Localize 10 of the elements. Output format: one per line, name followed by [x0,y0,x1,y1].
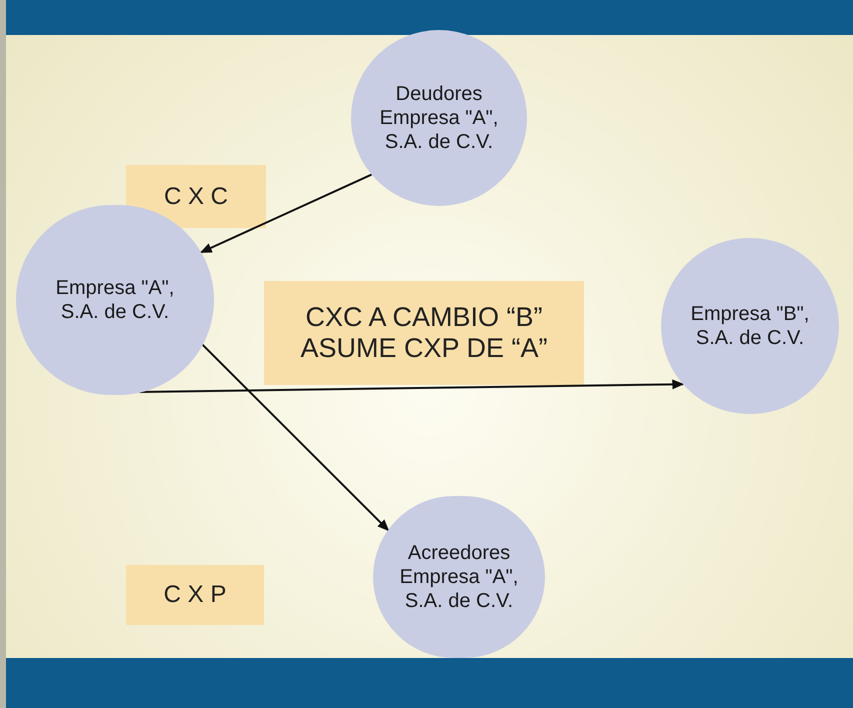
arrow [140,379,684,394]
node-text: Empresa "A", S.A. de C.V. [54,276,176,324]
node-text: Empresa "B", S.A. de C.V. [690,302,810,350]
node-text: Acreedores Empresa "A", S.A. de C.V. [398,541,520,613]
arrow [202,344,390,532]
edge-label: CXC A CAMBIO “B” ASUME CXP DE “A” [264,281,584,385]
arrow [200,174,372,254]
node-text: Deudores Empresa "A", S.A. de C.V. [378,82,500,154]
label-tag: C X P [126,565,264,625]
label-tag: C X C [126,165,266,228]
